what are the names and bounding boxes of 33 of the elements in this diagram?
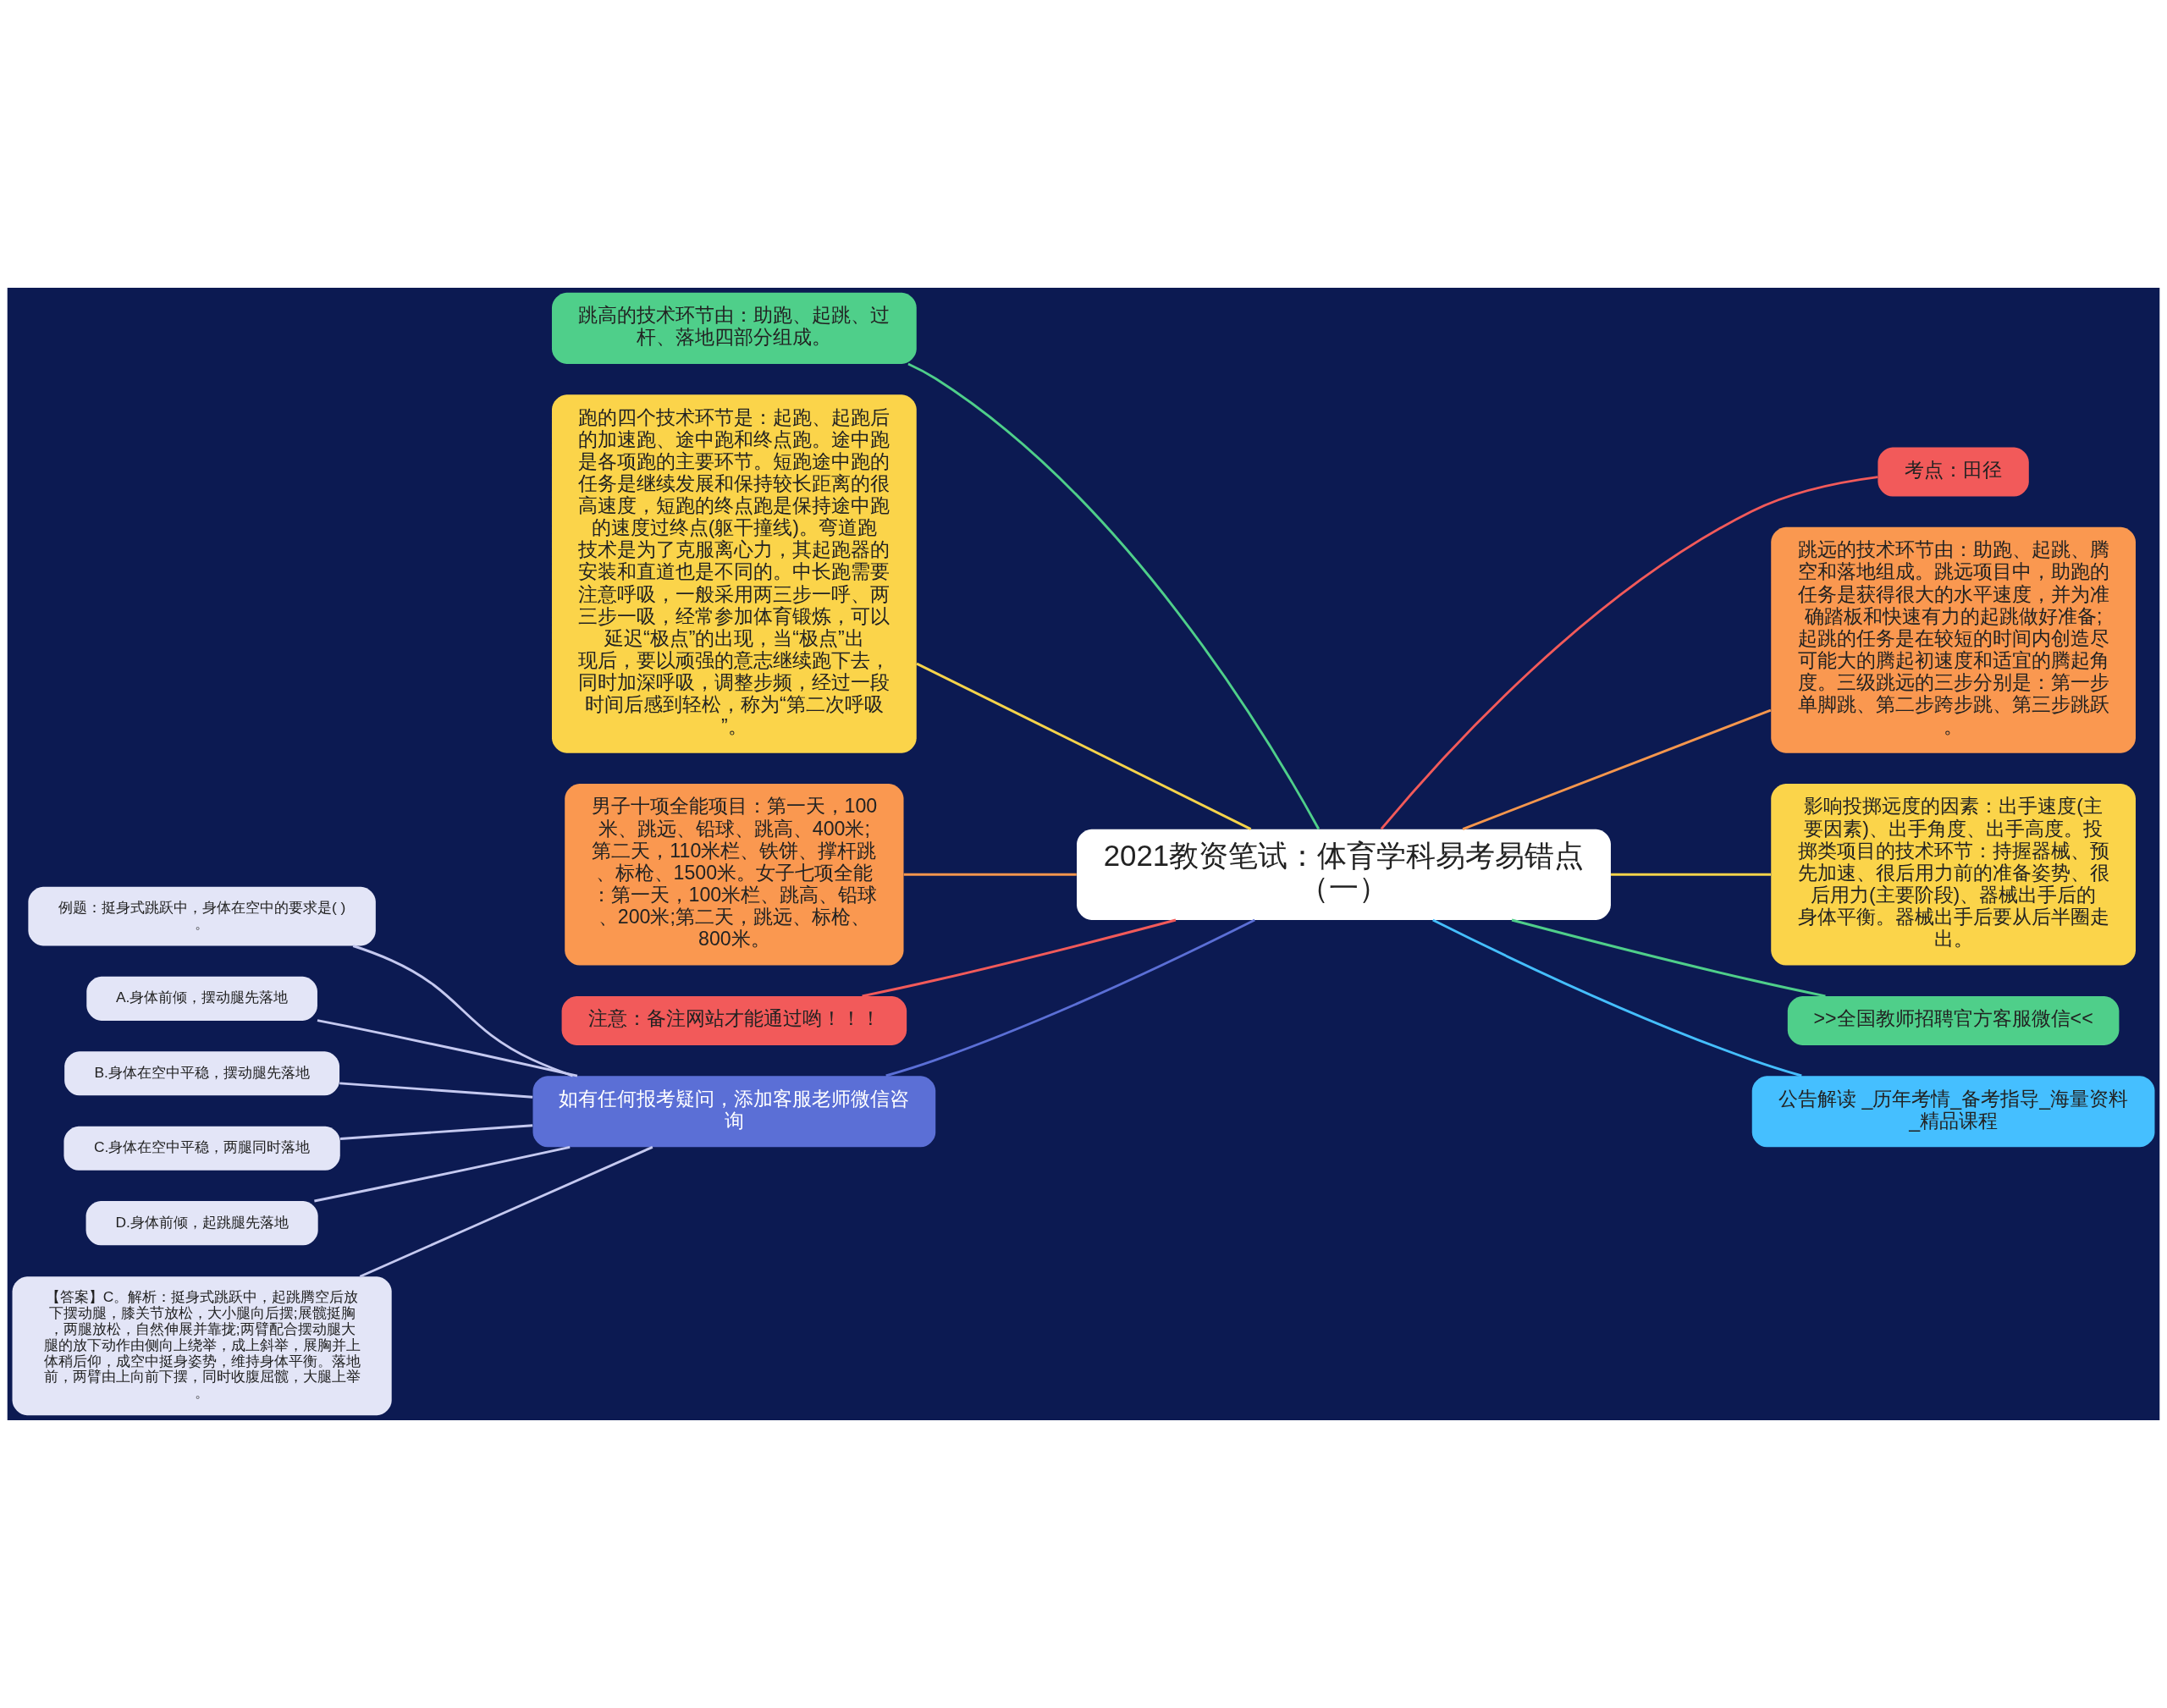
node-box: 考点：田径 bbox=[1878, 447, 2029, 497]
connector bbox=[1462, 708, 1772, 830]
node-box: A.身体前倾，摆动腿先落地 bbox=[86, 976, 317, 1021]
connector bbox=[916, 662, 1252, 830]
connector bbox=[339, 1124, 533, 1140]
connector bbox=[1511, 918, 1826, 998]
node-box: 男子十项全能项目：第一天，100米、跳远、铅球、跳高、400米;第二天，110米栏、铁饼、撑杆跳、标枪、1500米。女子七项全能：第一天，100米栏、跳高、铅球、200米;第二天，跳远、标枪、800米。 bbox=[565, 783, 904, 966]
node-box: >>全国教师招聘官方客服微信<< bbox=[1787, 995, 2120, 1045]
connector bbox=[359, 1145, 653, 1278]
node-box: 跳远的技术环节由：助跑、起跳、腾空和落地组成。跳远项目中，助跑的任务是获得很大的水平速度，并为准确踏板和快速有力的起跳做好准备;起跳的任务是在较短的时间内创造尽可能大的腾起初速度和适宜的腾起角度。三级跳远的三步分别是：第一步单脚跳、第二步跨步跳、第三步跳跃。 bbox=[1771, 526, 2136, 753]
connector bbox=[862, 918, 1177, 998]
node-box: 跑的四个技术环节是：起跑、起跑后的加速跑、途中跑和终点跑。途中跑是各项跑的主要环节。短跑途中跑的任务是继续发展和保持较长距离的很高速度，短跑的终点跑是保持途中跑的速度过终点(躯干撞线)。弯道跑技术是为了克服离心力，其起跑器的安装和直道也是不同的。中长跑需要注意呼吸，一般采用两三步一呼、两三步一吸，经常参加体育锻炼，可以延迟“极点”的出现，当“极点”出现后，要以顽强的意志继续跑下去，同时加深呼吸，调整步频，经过一段时间后感到轻松，称为“第二次呼吸”。 bbox=[551, 394, 917, 753]
node-box: D.身体前倾，起跳腿先落地 bbox=[85, 1201, 318, 1246]
connector bbox=[907, 362, 1321, 830]
node-box: 公告解读 _历年考情_备考指导_海量资料_精品课程 bbox=[1751, 1076, 2155, 1148]
connector bbox=[885, 918, 1255, 1077]
connector bbox=[339, 1082, 533, 1099]
node-box: 注意：备注网站才能通过哟！！！ bbox=[561, 995, 907, 1045]
connector bbox=[1611, 873, 1771, 876]
connector bbox=[352, 945, 574, 1077]
connector bbox=[1432, 918, 1802, 1077]
node-box: 跳高的技术环节由：助跑、起跳、过杆、落地四部分组成。 bbox=[551, 292, 917, 364]
node-box: 2021教资笔试：体育学科易考易错点（一） bbox=[1077, 829, 1611, 920]
connector bbox=[317, 1019, 578, 1077]
node-box: 如有任何报考疑问，添加客服老师微信咨询 bbox=[532, 1076, 936, 1148]
node-box: B.身体在空中平稳，摆动腿先落地 bbox=[64, 1051, 340, 1096]
node-box: 影响投掷远度的因素：出手速度(主要因素)、出手角度、出手高度。投掷类项目的技术环节：持握器械、预先加速、很后用力前的准备姿势、很后用力(主要阶段)、器械出手后的身体平衡。器械出手后要从后半圈走出。 bbox=[1771, 783, 2136, 966]
connector bbox=[314, 1145, 571, 1203]
connector bbox=[1380, 476, 1878, 830]
node-box: C.身体在空中平稳，两腿同时落地 bbox=[63, 1126, 340, 1171]
node-box: 例题：挺身式跳跃中，身体在空中的要求是( )。 bbox=[28, 886, 376, 946]
connector bbox=[903, 873, 1077, 876]
node-box: 【答案】C。解析：挺身式跳跃中，起跳腾空后放下摆动腿，膝关节放松，大小腿向后摆;展髋挺胸，两腿放松，自然伸展并靠拢;两臂配合摆动腿大腿的放下动作由侧向上绕举，成上斜举，展胸并上体稍后仰，成空中挺身姿势，维持身体平衡。落地前，两臂由上向前下摆，同时收腹屈髋，大腿上举。 bbox=[12, 1276, 392, 1416]
